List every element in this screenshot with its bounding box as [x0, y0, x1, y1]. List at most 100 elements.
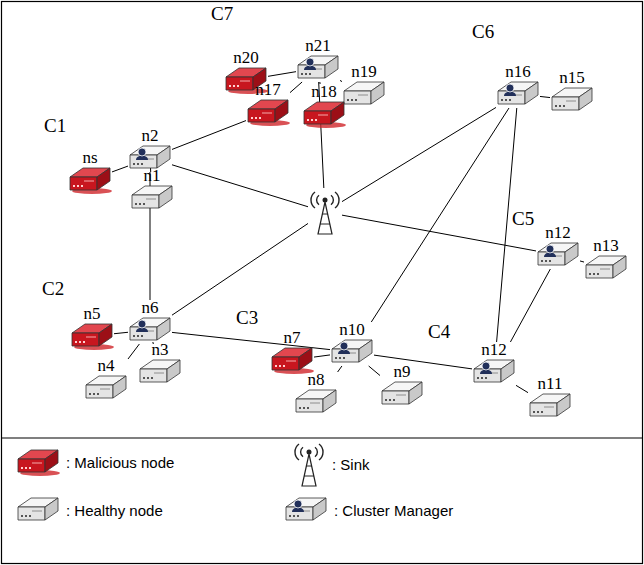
cluster-region: C7n20n21n19n17n18: [203, 12, 395, 136]
sensor-node: n8: [294, 372, 338, 416]
healthy-node-icon: [294, 388, 338, 416]
link-line: [510, 269, 550, 342]
node-label: n9: [394, 364, 411, 380]
link-line: [342, 107, 496, 201]
sensor-node: n17: [246, 82, 290, 126]
legend-sample: [16, 448, 60, 476]
malicious-node-icon: [16, 448, 60, 476]
node-label: n15: [559, 70, 585, 86]
legend-border: [2, 437, 643, 438]
link-line: [128, 344, 139, 359]
sensor-node: n16: [496, 64, 540, 108]
healthy-node-icon: [380, 380, 424, 408]
node-label: n20: [233, 50, 259, 66]
node-label: n3: [152, 342, 169, 358]
legend-label: : Sink: [332, 456, 370, 473]
node-label: n21: [305, 38, 331, 54]
link-line: [172, 121, 246, 150]
link-line: [172, 223, 308, 315]
cluster-ellipse: [446, 320, 586, 430]
link-line: [338, 366, 342, 372]
cluster-region: C5n12n13: [512, 205, 640, 293]
sink-node: [308, 188, 342, 236]
node-label: n11: [538, 376, 563, 392]
sensor-node: n15: [550, 70, 594, 114]
link-line: [342, 215, 536, 251]
cluster-region: C2n5n6n3n4: [40, 285, 206, 409]
link-line: [580, 261, 584, 262]
cluster-name: C7: [211, 4, 233, 24]
sensor-node: n6: [128, 300, 172, 344]
node-label: n16: [505, 64, 531, 80]
link-line: [114, 332, 128, 333]
link-line: [268, 72, 296, 77]
malicious-node-icon: [246, 98, 290, 126]
sensor-node: ns: [68, 150, 112, 194]
link-line: [340, 80, 342, 81]
sensor-node: n19: [342, 64, 386, 108]
sensor-node: n18: [302, 84, 346, 128]
link-line: [314, 355, 330, 357]
malicious-node-icon: [270, 346, 314, 374]
healthy-node-icon: [584, 254, 628, 282]
cluster-name: C4: [428, 322, 450, 342]
node-label: n6: [142, 300, 159, 316]
cluster-manager-icon: [536, 241, 580, 269]
node-label: n12: [545, 225, 571, 241]
healthy-node-icon: [550, 86, 594, 114]
healthy-node-icon: [138, 358, 182, 386]
node-label: n10: [339, 322, 365, 338]
sensor-node: n11: [528, 376, 572, 420]
sensor-node: n12: [472, 342, 516, 386]
link-line: [172, 332, 330, 349]
cluster-manager-icon: [128, 316, 172, 344]
healthy-node-icon: [84, 374, 128, 402]
legend-entry: : Cluster Manager: [284, 496, 453, 524]
node-label: n7: [284, 330, 301, 346]
cluster-region: C1nsn2n1: [60, 122, 188, 222]
legend-sample: [292, 440, 326, 488]
legend-sample: [284, 496, 328, 524]
node-label: n19: [351, 64, 377, 80]
sensor-node: n9: [380, 364, 424, 408]
cluster-name: C3: [236, 308, 258, 328]
cluster-manager-icon: [284, 496, 328, 524]
node-label: n12: [481, 342, 507, 358]
link-line: [112, 166, 128, 172]
link-line: [290, 82, 302, 93]
sensor-node: n5: [70, 306, 114, 350]
cluster-name: C1: [44, 116, 66, 136]
cluster-region: C6n16n15: [476, 40, 602, 136]
sink-antenna: [308, 188, 342, 236]
link-line: [540, 96, 550, 97]
legend-label: : Malicious node: [66, 454, 174, 471]
cluster-name: C2: [42, 279, 64, 299]
malicious-node-icon: [302, 100, 346, 128]
healthy-node-icon: [130, 184, 174, 212]
sensor-node: n2: [128, 128, 172, 172]
sensor-node: n7: [270, 330, 314, 374]
node-label: n4: [98, 358, 115, 374]
cluster-name: C5: [512, 209, 534, 229]
cluster-region: C3n7n10n8n9: [260, 312, 450, 430]
legend-label: : Cluster Manager: [334, 502, 453, 519]
healthy-node-icon: [342, 80, 386, 108]
sensor-node: n4: [84, 358, 128, 402]
sensor-node: n10: [330, 322, 374, 366]
legend-label: : Healthy node: [66, 502, 163, 519]
legend-entry: : Sink: [292, 440, 370, 488]
link-line: [371, 108, 509, 322]
cluster-manager-icon: [496, 80, 540, 108]
cluster-manager-icon: [472, 358, 516, 386]
malicious-node-icon: [70, 322, 114, 350]
link-line: [516, 385, 528, 392]
node-label: n8: [308, 372, 325, 388]
node-label: n5: [84, 306, 101, 322]
sensor-node: n1: [130, 168, 174, 212]
node-label: n18: [311, 84, 337, 100]
link-line: [374, 355, 472, 369]
node-label: n17: [255, 82, 281, 98]
healthy-node-icon: [16, 496, 60, 524]
sensor-node: n12: [536, 225, 580, 269]
link-line: [172, 165, 308, 207]
